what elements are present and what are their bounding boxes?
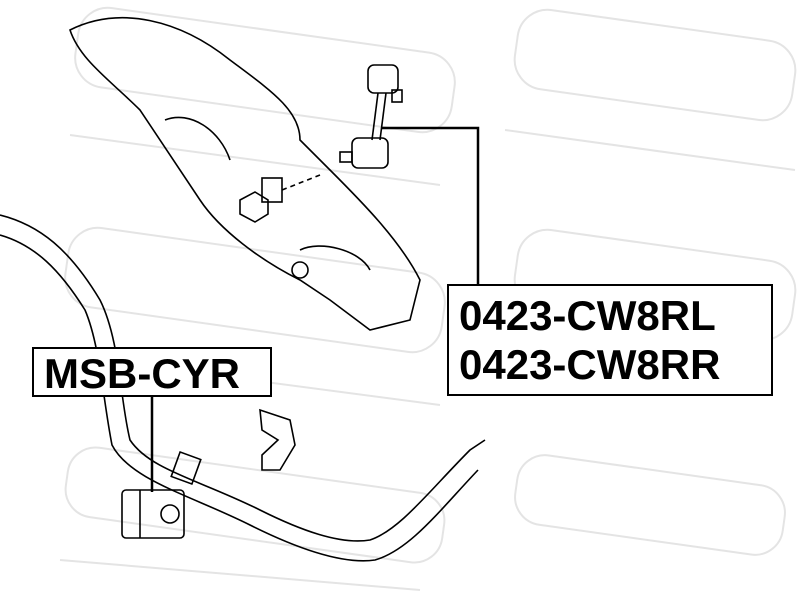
component-linework: [0, 17, 486, 562]
watermark-logo-bottom-right: [514, 454, 786, 556]
part-number-cw8rr: 0423-CW8RR: [459, 341, 721, 388]
suspension-arm: [69, 17, 421, 331]
bolt-nut: [239, 174, 321, 223]
leader-lines: [150, 126, 480, 492]
bracket: [259, 408, 296, 471]
watermark-logo-bottom-left: [59, 446, 446, 591]
part-number-msb-cyr: MSB-CYR: [44, 350, 240, 397]
stabilizer-bar: [0, 214, 486, 542]
watermark-logo-top-left: [69, 6, 456, 186]
part-number-cw8rl: 0423-CW8RL: [459, 292, 716, 339]
stabilizer-link: [339, 64, 403, 169]
bushing: [121, 489, 185, 539]
bushing-part-number-label: MSB-CYR: [32, 347, 272, 397]
link-part-number-label: 0423-CW8RL 0423-CW8RR: [447, 284, 773, 396]
leader-line-link: [382, 126, 480, 284]
watermark-logo-top-right: [504, 8, 797, 171]
